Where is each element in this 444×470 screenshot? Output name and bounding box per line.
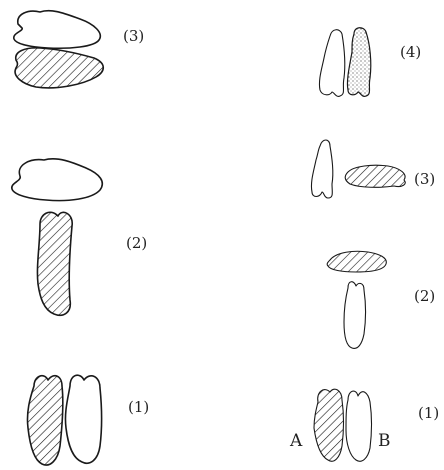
right-stage-3-cell-vertical	[311, 140, 332, 198]
left-stage-3-upper-cell	[14, 11, 101, 49]
left-stage-2-upper-cell	[12, 159, 103, 201]
right-stage-2-cells	[327, 251, 386, 348]
right-stage-4-label: (4)	[400, 43, 421, 61]
right-stage-2-cell-vertical	[344, 282, 366, 349]
left-stage-2-label: (2)	[126, 234, 147, 252]
left-stage-3-cells	[14, 11, 103, 88]
left-stage-1-label: (1)	[128, 398, 149, 416]
right-stage-2-label: (2)	[414, 287, 435, 305]
right-stage-1-cell-a	[314, 389, 344, 461]
left-stage-1-cells	[27, 375, 101, 465]
right-stage-4-cell-right	[347, 28, 370, 97]
cell-b-label: B	[378, 431, 391, 451]
right-stage-1-cells	[314, 389, 372, 461]
right-stage-1-label: (1)	[418, 404, 439, 422]
left-stage-2-cells	[12, 159, 103, 315]
right-stage-3-label: (3)	[414, 170, 435, 188]
left-stage-3-label: (3)	[123, 27, 144, 45]
left-stage-3-lower-cell	[15, 48, 103, 88]
right-stage-3-cell-horizontal	[345, 165, 405, 187]
left-stage-1-cell-left	[27, 376, 62, 465]
left-stage-1-cell-right	[65, 375, 101, 463]
right-stage-2-cell-horizontal	[327, 251, 386, 272]
right-stage-4-cells	[319, 28, 370, 97]
cell-a-label: A	[289, 431, 303, 451]
right-stage-4-cell-left	[319, 30, 344, 97]
right-stage-1-cell-b	[346, 391, 372, 461]
left-stage-2-lower-cell	[37, 212, 72, 315]
right-stage-3-cells	[311, 140, 405, 198]
